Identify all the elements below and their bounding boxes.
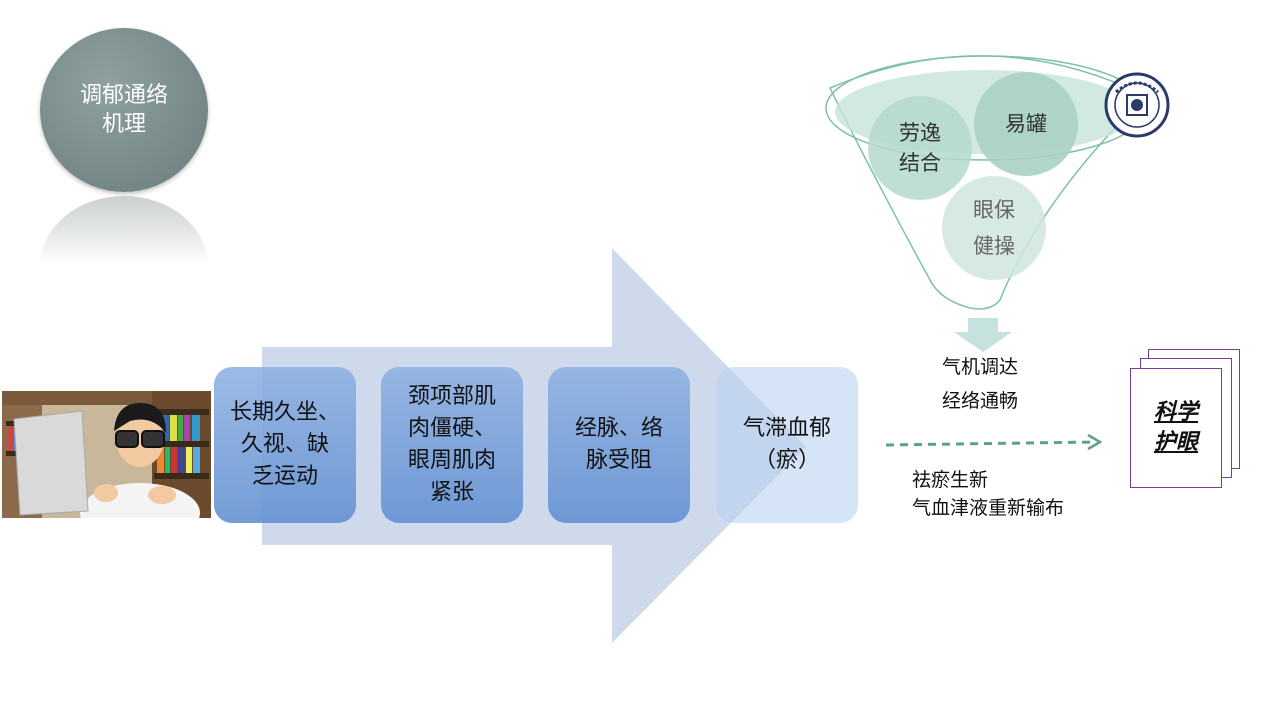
- result-bottom-line: 气血津液重新输布: [912, 497, 1065, 519]
- bubble-work-rest: 劳逸 结合: [868, 96, 972, 200]
- flow-box-2: 颈项部肌 肉僵硬、 眼周肌肉 紧张: [381, 367, 523, 523]
- bubble-line: 健操: [973, 234, 1015, 258]
- result-top-line: 经络通畅: [942, 390, 1019, 412]
- flow-box-3-line: 经脉、络: [574, 416, 663, 441]
- bubble-line: 劳逸: [899, 121, 941, 145]
- flow-box-2-line: 眼周肌肉: [407, 448, 496, 473]
- flow-box-4-line: 气滞血郁: [742, 416, 831, 441]
- title-line-2: 机理: [101, 112, 146, 137]
- child-with-laptop-image: [2, 391, 211, 518]
- document-label-line: 护眼: [1153, 430, 1198, 455]
- flow-box-2-line: 肉僵硬、: [407, 416, 496, 441]
- bubble-line: 易罐: [1005, 112, 1047, 136]
- result-bottom-line: 祛瘀生新: [912, 469, 989, 491]
- flow-box-4-line: （瘀）: [753, 448, 820, 473]
- document-front: 科学 护眼: [1130, 368, 1222, 488]
- title-line-1: 调郁通络: [79, 83, 168, 108]
- flow-box-1-line: 长期久坐、: [229, 400, 340, 425]
- result-top-line: 气机调达: [942, 356, 1019, 378]
- flow-box-3-line: 脉受阻: [585, 448, 652, 473]
- seal-logo: [1104, 72, 1170, 138]
- result-top: 气机调达 经络通畅: [942, 350, 1018, 418]
- flow-box-2-line: 颈项部肌: [407, 384, 496, 409]
- bubble-easy-cup: 易罐: [974, 72, 1078, 176]
- flow-box-3: 经脉、络 脉受阻: [548, 367, 690, 523]
- bubble-eye-exercise: 眼保 健操: [942, 176, 1046, 280]
- flow-box-1-line: 久视、缺: [240, 432, 329, 457]
- bubble-line: 结合: [899, 151, 941, 175]
- result-bottom: 祛瘀生新 气血津液重新输布: [912, 466, 1064, 522]
- flow-box-2-line: 紧张: [429, 480, 474, 505]
- bubble-line: 眼保: [973, 198, 1015, 222]
- flow-box-1-line: 乏运动: [251, 464, 318, 489]
- title-circle: 调郁通络 机理: [40, 28, 208, 192]
- flow-box-4: 气滞血郁 （瘀）: [716, 367, 858, 523]
- flow-box-1: 长期久坐、 久视、缺 乏运动: [214, 367, 356, 523]
- document-label-line: 科学: [1153, 400, 1198, 425]
